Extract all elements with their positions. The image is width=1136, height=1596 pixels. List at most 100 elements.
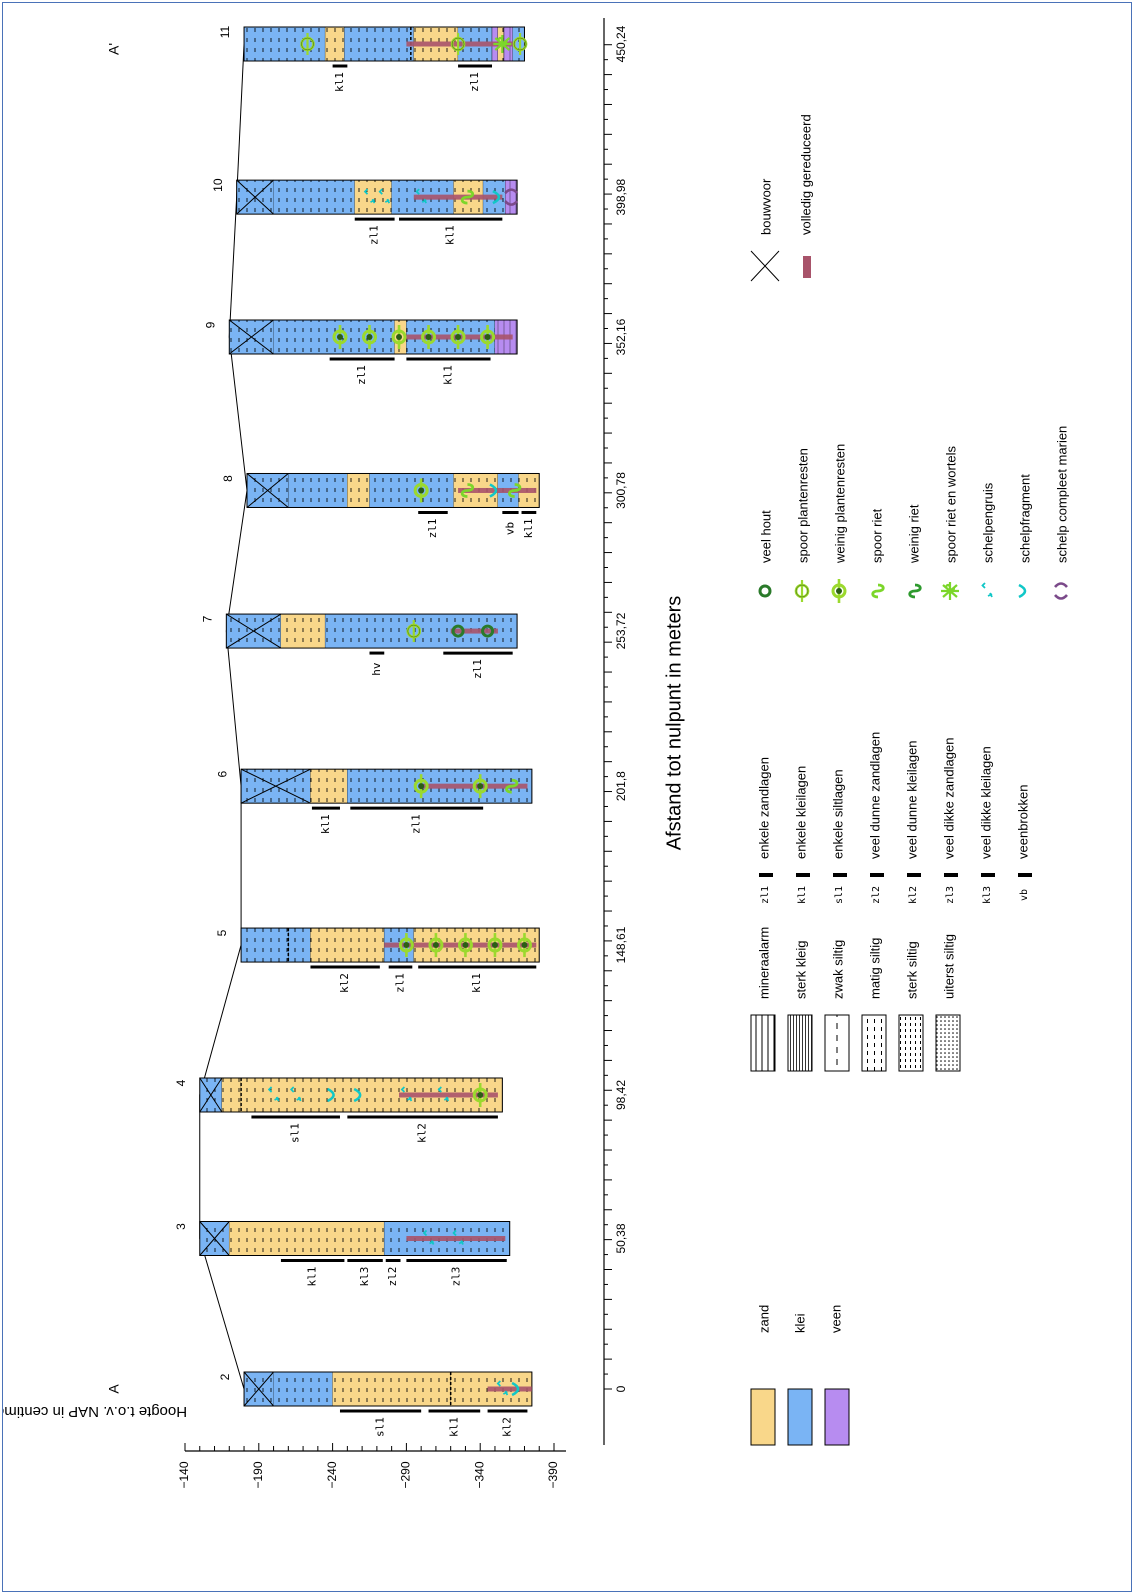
layer-hatch	[288, 473, 348, 508]
legend-code-label: enkele siltlagen	[830, 769, 845, 859]
distance-tick-label: 98,42	[614, 1080, 628, 1110]
spoor-riet-symbol	[505, 778, 519, 794]
bouwvoor-mark	[243, 1371, 274, 1407]
weinig-plantenresten-symbol	[428, 933, 444, 958]
layer-hatch	[221, 1077, 242, 1112]
depth-axis-title: Hoogte t.o.v. NAP in centimeters	[3, 1403, 187, 1420]
weinig-plantenresten-symbol	[457, 933, 473, 958]
layer-code-label: hv	[370, 662, 383, 676]
legend-hatch-fill	[861, 1014, 887, 1072]
schelpfragment-symbol	[489, 483, 498, 498]
schelpengruis-symbol	[290, 1086, 302, 1102]
distance-tick-label: 50,38	[614, 1223, 628, 1253]
distance-tick-label: 0	[614, 1385, 628, 1392]
spoor-plantenresten-symbol	[406, 620, 422, 643]
gereduceerd-bar	[399, 1092, 498, 1098]
spoor-riet-symbol	[871, 583, 885, 599]
legend-code-label: veenbrokken	[1015, 785, 1030, 859]
depth-tick-label: −240	[325, 1461, 339, 1488]
legend-swatch-veen	[824, 1388, 850, 1446]
layer-hatch	[244, 27, 326, 61]
weinig-plantenresten-symbol	[362, 324, 377, 349]
schelpfragment-symbol	[353, 1087, 362, 1103]
gereduceerd-bar	[450, 628, 498, 634]
distance-tick-label: 253,72	[614, 612, 628, 649]
spoor-riet-symbol	[460, 189, 475, 205]
layer-code-label: vb	[503, 522, 516, 535]
spoor-riet-en-wortels-symbol	[941, 582, 959, 600]
weinig-plantenresten-symbol	[472, 1082, 488, 1107]
distance-tick-label: 300,78	[614, 472, 628, 509]
borehole-number: 7	[200, 615, 214, 622]
layer-code-label: sl1	[374, 1417, 387, 1437]
layer-hatch	[332, 1372, 451, 1406]
weinig-plantenresten-symbol	[831, 579, 847, 603]
legend-hatch-fill	[824, 1014, 850, 1072]
legend-bouwvoor-mark	[750, 250, 780, 282]
veel-hout-symbol	[481, 624, 495, 638]
bouwvoor-mark	[240, 768, 311, 804]
layer-hatch	[347, 473, 370, 508]
weinig-plantenresten-symbol	[413, 478, 429, 503]
veel-hout-symbol	[758, 584, 772, 598]
spoor-plantenresten-symbol	[450, 33, 466, 55]
borehole-outline	[236, 179, 518, 215]
legend-code: zl1	[760, 886, 771, 904]
layer-hatch	[273, 1372, 333, 1406]
legend-symbol-label: veel hout	[758, 510, 773, 563]
layer-code-label: kl1	[444, 225, 457, 245]
legend-code: kl1	[797, 886, 808, 904]
legend-hatch-label: uiterst siltig	[941, 934, 956, 999]
legend-code: vb	[1019, 889, 1030, 901]
layer-code-label: kl1	[306, 1267, 319, 1287]
schelpengruis-symbol	[496, 1380, 509, 1396]
borehole-outline	[246, 472, 540, 508]
borehole-number: 6	[215, 771, 229, 778]
weinig-plantenresten-symbol	[421, 324, 437, 349]
layer-hatch	[505, 180, 518, 215]
depth-tick-label: −140	[177, 1461, 191, 1488]
borehole-number: 5	[215, 929, 229, 936]
legend-code-label: veel dikke zandlagen	[941, 738, 956, 859]
layer-code-label: zl1	[468, 72, 481, 92]
legend-symbol-label: spoor riet en wortels	[943, 445, 958, 563]
schelpengruis-symbol	[437, 1086, 450, 1102]
legend-feature-label: bouwvoor	[758, 178, 773, 235]
depth-tick-label: −390	[546, 1461, 560, 1488]
schelpfragment-symbol	[1018, 583, 1027, 599]
legend-symbol-label: schelpfragment	[1017, 474, 1032, 563]
layer-code-label: kl1	[470, 973, 483, 993]
schelpengruis-symbol	[422, 1229, 435, 1245]
legend-code-label: veel dunne kleilagen	[904, 740, 919, 859]
borehole-number: 10	[211, 178, 225, 192]
weinig-riet-symbol	[908, 583, 922, 599]
layer-hatch	[241, 928, 289, 963]
legend-code-label: enkele kleilagen	[793, 766, 808, 859]
gereduceerd-bar	[406, 1236, 506, 1241]
layer-code-label: kl1	[447, 1417, 460, 1437]
legend-swatch-zand	[750, 1388, 776, 1446]
borehole-outline	[199, 1221, 511, 1256]
layer-code-label: zl1	[393, 973, 406, 993]
weinig-plantenresten-symbol	[516, 933, 532, 958]
bouwvoor-mark	[228, 319, 274, 355]
spoor-riet-en-wortels-symbol	[493, 35, 512, 53]
layer-hatch	[369, 473, 454, 508]
layer-code-label: zl1	[410, 814, 423, 834]
borehole-number: 4	[174, 1079, 188, 1086]
borehole-number: 11	[218, 25, 232, 38]
veel-hout-symbol	[451, 624, 465, 638]
depth-tick-label: −290	[399, 1461, 413, 1488]
schelpengruis-symbol	[415, 188, 427, 204]
layer-hatch	[288, 928, 311, 963]
legend-hatch-fill	[787, 1014, 813, 1072]
layer-hatch	[273, 180, 355, 215]
layer-code-label: kl2	[338, 973, 351, 993]
gereduceerd-bar	[413, 194, 503, 200]
legend-code-label: enkele zandlagen	[756, 757, 771, 859]
